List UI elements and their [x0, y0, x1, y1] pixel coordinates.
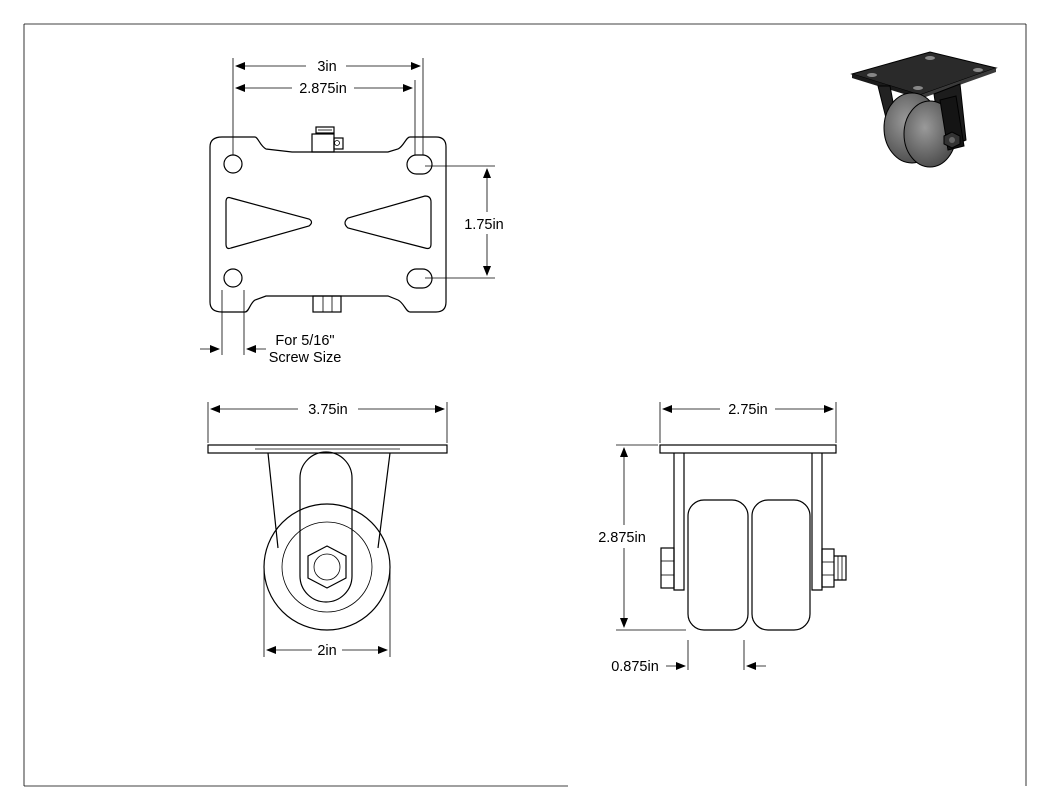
dim-label-375in: 3.75in: [308, 402, 348, 418]
mount-hole-top-left: [223, 154, 243, 174]
dim-side-height: 2.875in: [598, 444, 686, 631]
dim-label-175in: 1.75in: [464, 217, 504, 233]
dim-screw-size: For 5/16" Screw Size: [200, 290, 341, 366]
side-view: 2.75in 2.875in 0.875in: [598, 402, 847, 675]
screw-note-line2: Screw Size: [269, 350, 342, 366]
dim-wheel-width: 0.875in: [611, 640, 766, 675]
dim-label-0875in: 0.875in: [611, 659, 659, 675]
mount-slot-top-right: [406, 154, 433, 175]
side-fork-right: [811, 453, 823, 591]
side-wheel-right: [751, 499, 811, 631]
dim-label-2in: 2in: [317, 643, 336, 659]
side-fork-left: [673, 453, 685, 591]
dim-label-3in: 3in: [317, 59, 336, 75]
dim-top-hole-vertical: 1.75in: [425, 165, 504, 279]
mounting-plate-outline: [209, 136, 447, 313]
front-top-plate: [207, 444, 448, 454]
front-view: 3.75in 2in: [207, 402, 448, 659]
dim-label-275in: 2.75in: [728, 402, 768, 418]
front-fork: [267, 452, 391, 549]
fork-slot: [299, 451, 353, 603]
dim-front-plate-width: 3.75in: [207, 402, 448, 443]
sheet-border: [23, 23, 1027, 787]
triangle-cutout-left: [225, 196, 313, 250]
front-wheel: [263, 503, 391, 631]
side-top-plate: [659, 444, 837, 454]
isometric-caster-image: [850, 51, 998, 168]
dim-top-hole-spacing: 2.875in: [235, 80, 416, 155]
axle-nut-top: [311, 126, 344, 153]
top-view: 3in 2.875in 1.75in For 5/16" Screw Size: [200, 58, 504, 366]
triangle-cutout-right: [344, 195, 432, 250]
axle-end-bottom: [312, 295, 342, 313]
dim-label-2875in: 2.875in: [299, 81, 347, 97]
screw-note-line1: For 5/16": [275, 333, 334, 349]
side-axle: [660, 547, 847, 589]
mount-hole-bottom-left: [223, 268, 243, 288]
front-hex-nut: [307, 545, 347, 589]
dim-side-plate-width: 2.75in: [659, 402, 837, 443]
dim-top-outer-width: 3in: [232, 58, 424, 155]
side-wheel-left: [687, 499, 749, 631]
dim-wheel-diameter: 2in: [263, 570, 391, 659]
dim-label-side-2875in: 2.875in: [598, 530, 646, 546]
mount-slot-bottom-right: [406, 268, 433, 289]
